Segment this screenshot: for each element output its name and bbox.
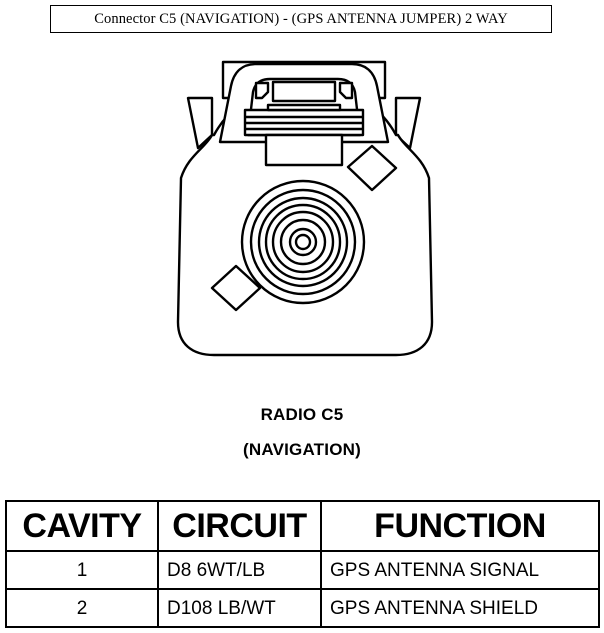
cell-circuit: D8 6WT/LB xyxy=(157,550,322,590)
cell-cavity: 1 xyxy=(5,550,159,590)
connector-title-box: Connector C5 (NAVIGATION) - (GPS ANTENNA… xyxy=(50,5,552,33)
latch-window-ledge xyxy=(266,103,342,112)
table-header-row-group: CAVITY CIRCUIT FUNCTION xyxy=(5,500,600,552)
latch-notch-right xyxy=(338,81,354,100)
column-header-cavity: CAVITY xyxy=(5,500,159,552)
cell-function: GPS ANTENNA SIGNAL xyxy=(320,550,600,590)
connector-caption-secondary: (NAVIGATION) xyxy=(243,440,361,459)
connector-drawing xyxy=(0,52,604,372)
coax-center-pin xyxy=(294,233,312,251)
latch-neck xyxy=(264,133,344,167)
connector-caption-primary: RADIO C5 xyxy=(260,405,344,424)
table-row: 1 D8 6WT/LB GPS ANTENNA SIGNAL xyxy=(5,550,600,590)
latch-center-window xyxy=(271,80,337,103)
connector-title-text: Connector C5 (NAVIGATION) - (GPS ANTENNA… xyxy=(94,10,508,27)
keying-tab-lower-left xyxy=(210,264,262,312)
column-header-circuit: CIRCUIT xyxy=(157,500,322,552)
cell-circuit: D108 LB/WT xyxy=(157,588,322,628)
table-body: 1 D8 6WT/LB GPS ANTENNA SIGNAL 2 D108 LB… xyxy=(5,550,600,628)
cell-cavity: 2 xyxy=(5,588,159,628)
cavity-circuit-function-table: CAVITY CIRCUIT FUNCTION 1 D8 6WT/LB GPS … xyxy=(5,500,600,628)
table-header-row: CAVITY CIRCUIT FUNCTION xyxy=(5,500,600,552)
connector-face-view-svg xyxy=(176,60,434,357)
table-row: 2 D108 LB/WT GPS ANTENNA SHIELD xyxy=(5,588,600,628)
keying-tab-upper-right xyxy=(346,144,398,192)
cell-function: GPS ANTENNA SHIELD xyxy=(320,588,600,628)
column-header-function: FUNCTION xyxy=(320,500,600,552)
latch-notch-left xyxy=(254,81,270,100)
connector-outline-group xyxy=(176,60,434,357)
